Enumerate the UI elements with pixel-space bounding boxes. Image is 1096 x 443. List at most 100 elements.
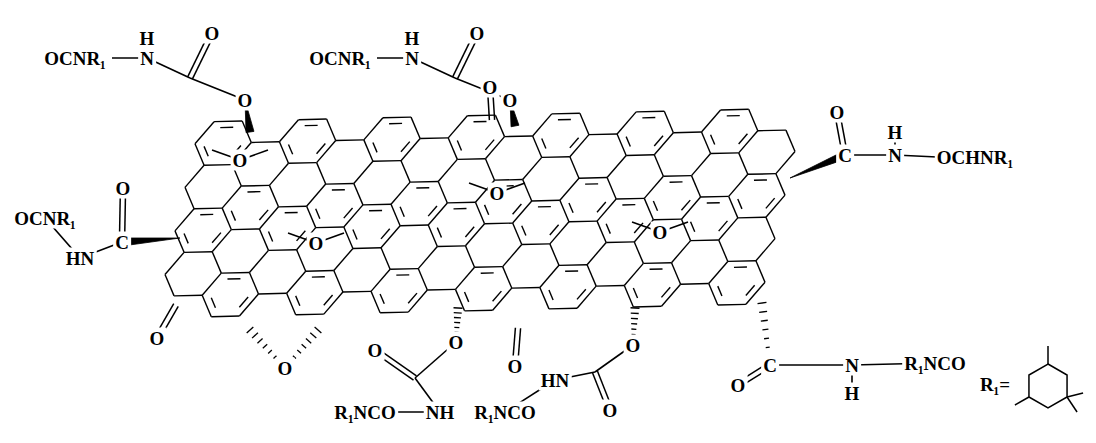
lattice-double-bond	[738, 199, 742, 209]
lattice-double-bond	[401, 142, 410, 152]
lattice-double-bond	[485, 140, 494, 150]
lattice-double-bond	[305, 125, 318, 127]
lattice-bond	[728, 260, 756, 262]
atom-label: O	[481, 77, 500, 98]
lattice-bond	[465, 309, 493, 311]
atom-label: N	[403, 48, 421, 69]
lattice-bond	[587, 265, 596, 286]
atom-label: O	[624, 335, 643, 356]
lattice-double-bond	[312, 276, 325, 278]
lattice-bond	[259, 229, 268, 250]
lattice-bond	[420, 137, 448, 139]
lattice-double-bond	[707, 202, 720, 204]
lattice-bond	[654, 133, 673, 155]
lattice-bond	[448, 138, 457, 159]
methyl-bond	[1047, 346, 1049, 364]
atom-label: HN	[64, 248, 97, 269]
lattice-bond	[616, 198, 644, 200]
lattice-double-bond	[550, 225, 559, 235]
lattice-bond	[364, 118, 383, 140]
atom-label: HN	[539, 370, 572, 391]
lattice-bond	[702, 132, 711, 153]
lattice-double-bond	[285, 212, 298, 214]
lattice-bond	[185, 165, 204, 187]
lattice-bond	[587, 243, 606, 265]
atom-label: OCHNR₁	[935, 147, 1015, 168]
atom-label: C	[113, 232, 131, 253]
lattice-bond	[749, 109, 758, 130]
lattice-double-bond	[493, 291, 502, 301]
lattice-bond	[485, 222, 513, 224]
hashed-bond	[268, 350, 272, 353]
atom-label: O	[468, 23, 487, 44]
bond-lines	[45, 32, 937, 412]
lattice-bond	[317, 141, 336, 163]
lattice-bond	[596, 285, 624, 287]
lattice-double-bond	[670, 181, 683, 183]
lattice-bond	[644, 176, 663, 198]
lattice-bond	[633, 306, 661, 308]
lattice-double-bond	[739, 134, 748, 144]
lattice-bond	[344, 227, 353, 248]
lattice-bond	[296, 313, 324, 315]
hashed-bond	[631, 323, 637, 325]
lattice-bond	[495, 179, 523, 181]
lattice-bond	[287, 271, 306, 293]
lattice-bond	[400, 224, 428, 226]
lattice-bond	[202, 273, 221, 295]
lattice-double-bond	[653, 201, 657, 211]
lattice-bond	[533, 136, 542, 157]
lattice-bond	[383, 116, 411, 118]
lattice-double-bond	[400, 207, 404, 217]
lattice-bond	[344, 205, 363, 227]
lattice-bond	[577, 286, 596, 308]
hashed-bond	[247, 327, 254, 333]
lattice-bond	[503, 245, 522, 267]
lattice-bond	[317, 163, 326, 184]
lattice-bond	[597, 221, 606, 242]
lattice-bond	[438, 181, 447, 202]
lattice-bond	[381, 248, 390, 269]
hashed-bond	[297, 350, 301, 353]
lattice-bond	[165, 274, 174, 295]
lattice-double-bond	[324, 295, 333, 305]
atom-label: O	[148, 328, 167, 349]
lattice-bond	[418, 269, 427, 290]
lattice-double-bond	[200, 214, 213, 216]
lattice-bond	[709, 284, 718, 305]
lattice-bond	[513, 223, 522, 244]
lattice-bond	[719, 218, 738, 240]
lattice-bond	[475, 202, 484, 223]
atom-label: OCNR₁	[12, 208, 78, 229]
lattice-bond	[495, 115, 504, 136]
lattice-double-bond	[719, 221, 728, 231]
lattice-bond	[373, 160, 401, 162]
lattice-bond	[682, 197, 701, 219]
lattice-bond	[298, 118, 326, 120]
lattice-bond	[307, 184, 326, 206]
lattice-bond	[766, 195, 785, 217]
lattice-double-bond	[570, 138, 579, 148]
lattice-bond	[184, 251, 212, 253]
lattice-bond	[739, 131, 758, 153]
lattice-bond	[681, 283, 709, 285]
lattice-double-bond	[522, 226, 526, 236]
lattice-bond	[287, 293, 296, 314]
lattice-double-bond	[718, 286, 722, 296]
atom-label: H	[403, 28, 422, 49]
lattice-bond	[617, 134, 626, 155]
lattice-bond	[552, 113, 580, 115]
lattice-bond	[662, 284, 681, 306]
lattice-bond	[589, 133, 617, 135]
lattice-double-bond	[344, 208, 353, 218]
lattice-bond	[306, 270, 334, 272]
lattice-bond	[549, 308, 577, 310]
hashed-bond	[454, 327, 459, 329]
lattice-bond	[353, 247, 381, 249]
lattice-double-bond	[332, 189, 345, 191]
lattice-bond	[721, 109, 749, 111]
methyl-bond	[1067, 397, 1077, 412]
atom-label: O	[651, 222, 670, 243]
atom-label: R₁NCO	[472, 402, 538, 423]
